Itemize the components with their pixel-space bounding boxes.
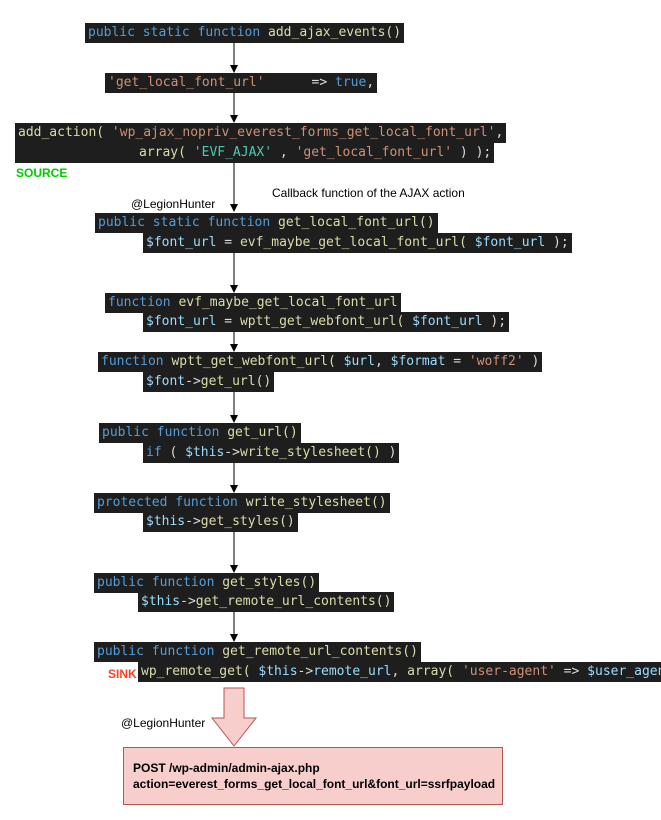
function-name: add_ajax_events() (268, 25, 402, 40)
keyword: function (108, 295, 171, 310)
operator: -> (185, 514, 201, 529)
variable: $font_url (146, 314, 217, 329)
code-evf-maybe-body: $font_url = wptt_get_webfont_url( $font_… (143, 312, 510, 332)
variable: $this (258, 664, 298, 679)
function-name: get_url() (227, 425, 298, 440)
operator: = (216, 314, 240, 329)
function-call: get_remote_url_contents() (195, 594, 392, 609)
code-write-stylesheet-def: protected function write_stylesheet() (94, 493, 390, 513)
punctuation: ); (545, 235, 569, 250)
function-call: evf_maybe_get_local_font_url( (239, 235, 467, 250)
code-get-remote-body: wp_remote_get( $this->remote_url, array(… (138, 662, 661, 682)
code-get-url-def: public function get_url() (99, 423, 301, 443)
operator: => (555, 664, 580, 679)
punctuation: , (366, 75, 375, 90)
function-name: evf_maybe_get_local_font_url (178, 295, 398, 310)
function-name: wptt_get_webfont_url( (171, 354, 336, 369)
function-name: write_stylesheet() (245, 495, 387, 510)
code-event-mapping: 'get_local_font_url' => true, (105, 73, 378, 93)
value: true (335, 75, 367, 90)
code-get-styles-body: $this->get_remote_url_contents() (138, 592, 395, 612)
function-call: get_url() (200, 374, 272, 389)
code-evf-maybe-def: function evf_maybe_get_local_font_url (105, 293, 401, 313)
keyword: public static function (88, 25, 261, 40)
punctuation: , (272, 145, 288, 160)
punctuation: ) ); (452, 145, 492, 160)
keyword: public function (102, 425, 220, 440)
function-call: array( (407, 664, 455, 679)
source-label: SOURCE (16, 166, 68, 180)
function-call: add_action( (18, 125, 105, 140)
code-wptt-def: function wptt_get_webfont_url( $url, $fo… (98, 352, 543, 372)
function-name: get_styles() (222, 575, 317, 590)
code-add-action-line-2: array( 'EVF_AJAX' , 'get_local_font_url'… (15, 143, 495, 163)
code-get-local-font-url-def: public static function get_local_font_ur… (95, 213, 438, 233)
operator: -> (224, 445, 240, 460)
function-call: get_styles() (200, 514, 295, 529)
function-call: wptt_get_webfont_url( (239, 314, 405, 329)
code-wptt-body: $font->get_url() (143, 372, 275, 392)
operator: = (216, 235, 240, 250)
variable: $user_agent (587, 664, 661, 679)
variable: $font (146, 374, 186, 389)
payload-request-line: POST /wp-admin/admin-ajax.php (133, 761, 320, 775)
variable: $this (185, 445, 225, 460)
operator: -> (180, 594, 196, 609)
string: 'get_local_font_url' (295, 145, 453, 160)
payload-box: POST /wp-admin/admin-ajax.php action=eve… (123, 747, 503, 805)
keyword: public function (97, 644, 215, 659)
watermark: @LegionHunter (121, 716, 206, 730)
punctuation: , (374, 354, 383, 369)
variable: $font_url (146, 235, 217, 250)
variable: $font_url (474, 235, 546, 250)
watermark: @LegionHunter (131, 197, 216, 211)
operator: -> (297, 664, 314, 679)
function-call: write_stylesheet() (239, 445, 381, 460)
variable: $url (343, 354, 375, 369)
code-get-local-font-url-body: $font_url = evf_maybe_get_local_font_url… (143, 233, 572, 253)
code-write-stylesheet-body: $this->get_styles() (143, 512, 298, 532)
keyword: protected function (97, 495, 238, 510)
function-name: get_remote_url_contents() (222, 644, 418, 659)
punctuation: ); (482, 314, 507, 329)
string: 'user-agent' (461, 664, 556, 679)
keyword: public function (97, 575, 215, 590)
code-get-styles-def: public function get_styles() (94, 573, 320, 593)
code-add-action-line-1: add_action( 'wp_ajax_nopriv_everest_form… (15, 123, 507, 143)
string: 'get_local_font_url' (108, 75, 265, 90)
variable: $this (146, 514, 186, 529)
string: 'EVF_AJAX' (193, 145, 273, 160)
code-add-ajax-events: public static function add_ajax_events() (85, 23, 405, 43)
operator: -> (185, 374, 201, 389)
punctuation: , (495, 125, 504, 140)
function-call: wp_remote_get( (141, 664, 251, 679)
variable: $font_url (412, 314, 483, 329)
punctuation: , (391, 664, 400, 679)
variable: $format (390, 354, 446, 369)
variable: $this (141, 594, 181, 609)
function-call: array( (139, 145, 186, 160)
keyword: public static function (98, 215, 271, 230)
punctuation: ) (523, 354, 540, 369)
payload-body-line: action=everest_forms_get_local_font_url&… (133, 777, 496, 791)
keyword: function (101, 354, 164, 369)
operator: = (445, 354, 469, 369)
code-get-remote-def: public function get_remote_url_contents(… (94, 642, 421, 662)
string: 'woff2' (468, 354, 524, 369)
down-arrow-to-payload (210, 687, 258, 747)
punctuation: ) (380, 445, 397, 460)
callback-note: Callback function of the AJAX action (272, 186, 465, 200)
function-name: get_local_font_url() (278, 215, 435, 230)
operator: => (264, 75, 328, 90)
keyword: if (146, 445, 162, 460)
property: remote_url (313, 664, 392, 679)
punctuation: ( (161, 445, 178, 460)
sink-label: SINK (108, 667, 137, 681)
string: 'wp_ajax_nopriv_everest_forms_get_local_… (111, 125, 496, 140)
code-get-url-body: if ( $this->write_stylesheet() ) (143, 443, 400, 463)
